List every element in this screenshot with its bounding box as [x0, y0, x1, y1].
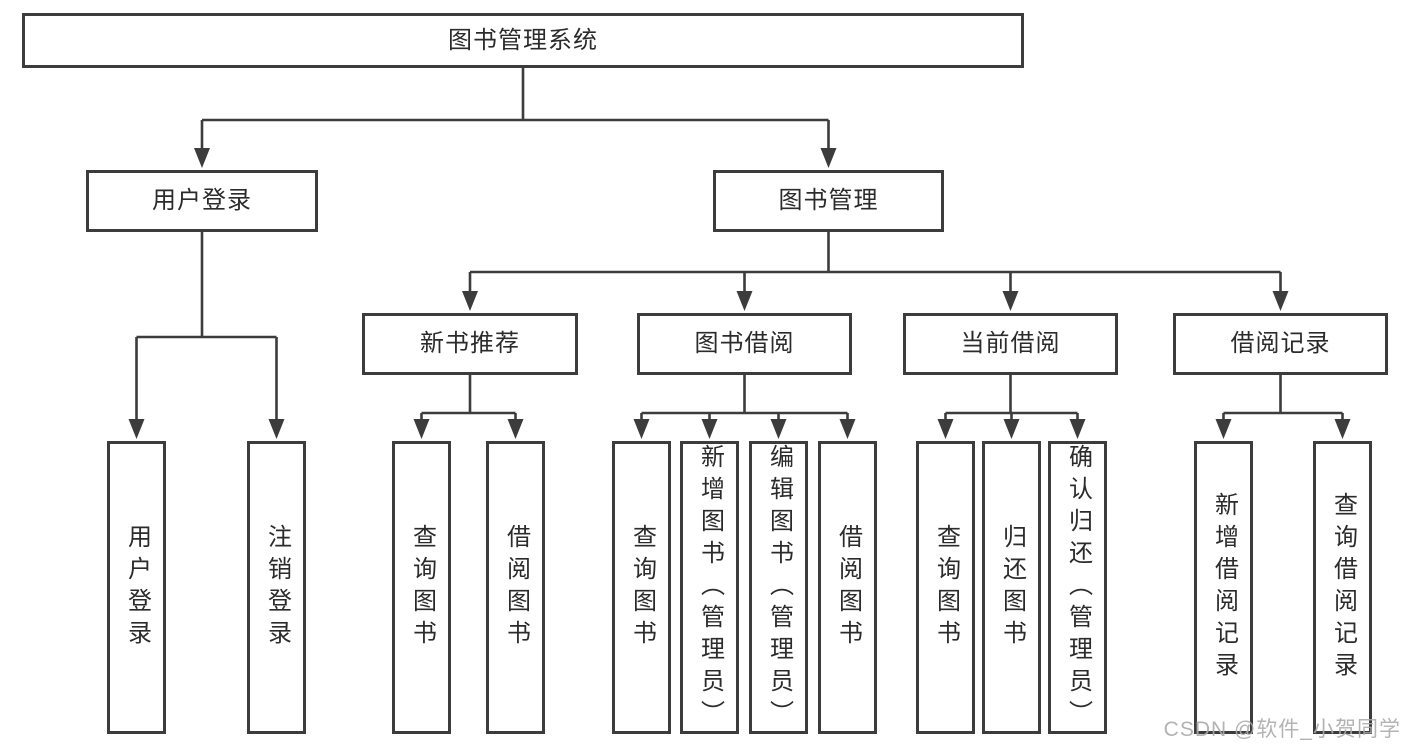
node-label: 查询图书 — [408, 523, 436, 652]
arrow-down-icon — [633, 419, 650, 439]
node-user-login: 用户登录 — [86, 170, 318, 232]
node-label: 借阅图书 — [502, 523, 530, 652]
node-label: 用户登录 — [152, 187, 252, 214]
node-label: 图书管理 — [778, 187, 879, 214]
leaf-query-books-current: 查询图书 — [916, 441, 975, 734]
arrow-down-icon — [462, 291, 478, 311]
arrow-down-icon — [1002, 291, 1019, 311]
arrow-down-icon — [1272, 291, 1289, 311]
node-borrow-records: 借阅记录 — [1173, 313, 1388, 375]
arrow-down-icon — [1069, 419, 1086, 439]
node-label: 编辑图书（管理员） — [765, 443, 793, 732]
arrow-down-icon — [413, 419, 430, 439]
connector-new-book-recommend-to-leaves — [413, 375, 524, 439]
arrow-down-icon — [194, 148, 210, 168]
connector-current-borrow-to-leaves — [937, 375, 1086, 439]
connector-book-management-to-level3 — [462, 232, 1289, 311]
leaf-add-borrow-record: 新增借阅记录 — [1194, 441, 1253, 734]
arrow-down-icon — [736, 291, 753, 311]
leaf-add-books-admin: 新增图书（管理员） — [680, 441, 739, 734]
arrow-down-icon — [1215, 419, 1232, 439]
arrow-down-icon — [701, 419, 718, 439]
node-label: 用户登录 — [123, 523, 151, 652]
arrow-down-icon — [1334, 419, 1351, 439]
arrow-down-icon — [770, 419, 787, 439]
arrow-down-icon — [820, 148, 837, 168]
node-book-management: 图书管理 — [713, 170, 944, 232]
node-label: 确认归还（管理员） — [1064, 443, 1092, 732]
arrow-down-icon — [507, 419, 524, 439]
node-label: 查询图书 — [628, 523, 656, 652]
node-label: 注销登录 — [263, 523, 291, 652]
connector-user-login-to-leaves — [128, 232, 285, 439]
arrow-down-icon — [268, 419, 285, 439]
leaf-query-books-borrow: 查询图书 — [612, 441, 671, 734]
node-new-book-recommend: 新书推荐 — [362, 313, 578, 375]
arrow-down-icon — [128, 419, 145, 439]
connector-root-to-level2 — [194, 68, 837, 168]
node-label: 新增图书（管理员） — [696, 443, 724, 732]
leaf-borrow-books: 借阅图书 — [818, 441, 877, 734]
arrow-down-icon — [937, 419, 954, 439]
arrow-down-icon — [1003, 419, 1020, 439]
node-label: 归还图书 — [998, 523, 1026, 652]
connector-borrow-records-to-leaves — [1215, 375, 1351, 439]
leaf-query-books-recommend: 查询图书 — [392, 441, 451, 734]
leaf-confirm-return-admin: 确认归还（管理员） — [1048, 441, 1107, 734]
node-label: 当前借阅 — [960, 330, 1061, 357]
node-current-borrow: 当前借阅 — [903, 313, 1118, 375]
leaf-query-borrow-record: 查询借阅记录 — [1313, 441, 1372, 734]
node-label: 查询借阅记录 — [1329, 491, 1357, 684]
node-label: 新书推荐 — [420, 330, 520, 357]
leaf-user-login: 用户登录 — [107, 441, 166, 734]
leaf-return-books: 归还图书 — [982, 441, 1041, 734]
node-label: 查询图书 — [932, 523, 960, 652]
node-book-borrow: 图书借阅 — [637, 313, 852, 375]
node-label: 借阅记录 — [1230, 330, 1331, 357]
node-root-system: 图书管理系统 — [22, 13, 1024, 68]
arrow-down-icon — [839, 419, 856, 439]
leaf-edit-books-admin: 编辑图书（管理员） — [749, 441, 808, 734]
node-label: 图书借阅 — [694, 330, 795, 357]
leaf-borrow-books-recommend: 借阅图书 — [486, 441, 545, 734]
leaf-logout: 注销登录 — [247, 441, 306, 734]
connector-book-borrow-to-leaves — [633, 375, 856, 439]
node-label: 新增借阅记录 — [1210, 491, 1238, 684]
node-label: 图书管理系统 — [448, 26, 598, 54]
node-label: 借阅图书 — [834, 523, 862, 652]
